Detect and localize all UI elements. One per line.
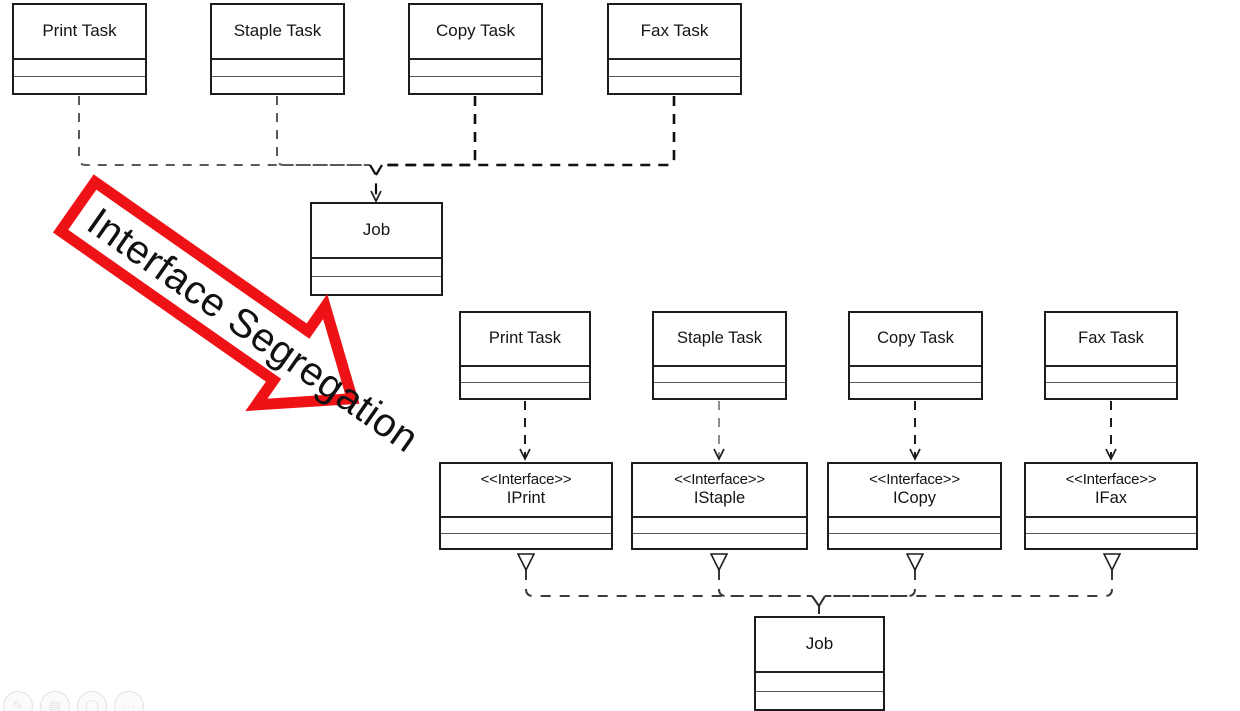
attributes-compartment xyxy=(312,259,441,277)
attributes-compartment xyxy=(829,518,1000,534)
red-block-arrow-icon xyxy=(52,174,360,412)
interface-title: IStaple xyxy=(693,488,746,507)
class-name-compartment: Copy Task xyxy=(410,5,541,60)
class-name-compartment: <<Interface>> IFax xyxy=(1026,464,1196,518)
class-box-staple-task-after[interactable]: Staple Task xyxy=(652,311,787,400)
class-name-compartment: <<Interface>> ICopy xyxy=(829,464,1000,518)
class-box-print-task-after[interactable]: Print Task xyxy=(459,311,591,400)
operations-compartment xyxy=(829,534,1000,549)
interface-box-istaple[interactable]: <<Interface>> IStaple xyxy=(631,462,808,550)
operations-compartment xyxy=(1046,383,1176,398)
attributes-compartment xyxy=(461,367,589,383)
operations-compartment xyxy=(14,77,145,93)
operations-compartment xyxy=(461,383,589,398)
toolbar-icons[interactable]: ✎ ▤ ◯ ··· xyxy=(3,691,144,711)
pencil-icon[interactable]: ✎ xyxy=(3,691,33,711)
class-name-compartment: Fax Task xyxy=(609,5,740,60)
interface-box-icopy[interactable]: <<Interface>> ICopy xyxy=(827,462,1002,550)
interface-title: IPrint xyxy=(506,488,546,507)
class-name-compartment: Staple Task xyxy=(212,5,343,60)
attributes-compartment xyxy=(756,673,883,692)
operations-compartment xyxy=(756,692,883,710)
class-name-compartment: Fax Task xyxy=(1046,313,1176,367)
operations-compartment xyxy=(609,77,740,93)
attributes-compartment xyxy=(1026,518,1196,534)
stereotype-label: <<Interface>> xyxy=(869,470,960,488)
after-realization-fork xyxy=(811,595,820,614)
class-box-job-after[interactable]: Job xyxy=(754,616,885,711)
lasso-glyph: ◯ xyxy=(84,698,100,711)
class-name-compartment: Staple Task xyxy=(654,313,785,367)
attributes-compartment xyxy=(14,60,145,77)
before-dependency-lines-dark xyxy=(382,96,676,167)
class-box-staple-task-before[interactable]: Staple Task xyxy=(210,3,345,95)
eraser-icon[interactable]: ▤ xyxy=(40,691,70,711)
class-box-fax-task-after[interactable]: Fax Task xyxy=(1044,311,1178,400)
class-title: Job xyxy=(362,220,391,240)
attributes-compartment xyxy=(609,60,740,77)
before-dependency-arrow xyxy=(369,164,382,203)
class-title: Copy Task xyxy=(435,21,516,41)
attributes-compartment xyxy=(1046,367,1176,383)
class-title: Print Task xyxy=(42,21,117,41)
class-title: Job xyxy=(805,634,834,654)
operations-compartment xyxy=(410,77,541,93)
attributes-compartment xyxy=(410,60,541,77)
class-title: Staple Task xyxy=(677,329,762,348)
more-icon[interactable]: ··· xyxy=(114,691,144,711)
interface-title: ICopy xyxy=(892,488,937,507)
class-name-compartment: Job xyxy=(756,618,883,673)
after-task-dependency-lines xyxy=(519,401,1117,461)
attributes-compartment xyxy=(850,367,981,383)
class-title: Fax Task xyxy=(640,21,709,41)
class-name-compartment: Print Task xyxy=(14,5,145,60)
stereotype-label: <<Interface>> xyxy=(1065,470,1157,488)
class-box-copy-task-after[interactable]: Copy Task xyxy=(848,311,983,400)
class-name-compartment: Job xyxy=(312,204,441,259)
eraser-glyph: ▤ xyxy=(48,698,62,711)
operations-compartment xyxy=(441,534,611,549)
operations-compartment xyxy=(312,277,441,294)
lasso-icon[interactable]: ◯ xyxy=(77,691,107,711)
class-box-fax-task-before[interactable]: Fax Task xyxy=(607,3,742,95)
operations-compartment xyxy=(633,534,806,549)
operations-compartment xyxy=(1026,534,1196,549)
class-name-compartment: <<Interface>> IStaple xyxy=(633,464,806,518)
class-title: Print Task xyxy=(488,329,562,348)
attributes-compartment xyxy=(212,60,343,77)
interface-title: IFax xyxy=(1094,488,1128,507)
attributes-compartment xyxy=(654,367,785,383)
attributes-compartment xyxy=(441,518,611,534)
class-box-print-task-before[interactable]: Print Task xyxy=(12,3,147,95)
class-name-compartment: Copy Task xyxy=(850,313,981,367)
operations-compartment xyxy=(850,383,981,398)
class-box-copy-task-before[interactable]: Copy Task xyxy=(408,3,543,95)
class-name-compartment: <<Interface>> IPrint xyxy=(441,464,611,518)
stereotype-label: <<Interface>> xyxy=(674,470,765,488)
stereotype-label: <<Interface>> xyxy=(480,470,572,488)
more-glyph: ··· xyxy=(122,698,136,711)
before-dependency-lines xyxy=(78,96,370,166)
class-name-compartment: Print Task xyxy=(461,313,589,367)
class-box-job-before[interactable]: Job xyxy=(310,202,443,296)
pencil-glyph: ✎ xyxy=(12,698,24,711)
interface-box-ifax[interactable]: <<Interface>> IFax xyxy=(1024,462,1198,550)
class-title: Staple Task xyxy=(233,21,322,41)
attributes-compartment xyxy=(633,518,806,534)
interface-box-iprint[interactable]: <<Interface>> IPrint xyxy=(439,462,613,550)
class-title: Copy Task xyxy=(877,329,954,348)
class-title: Fax Task xyxy=(1078,329,1144,348)
operations-compartment xyxy=(654,383,785,398)
after-realization-lines xyxy=(526,570,1112,597)
operations-compartment xyxy=(212,77,343,93)
